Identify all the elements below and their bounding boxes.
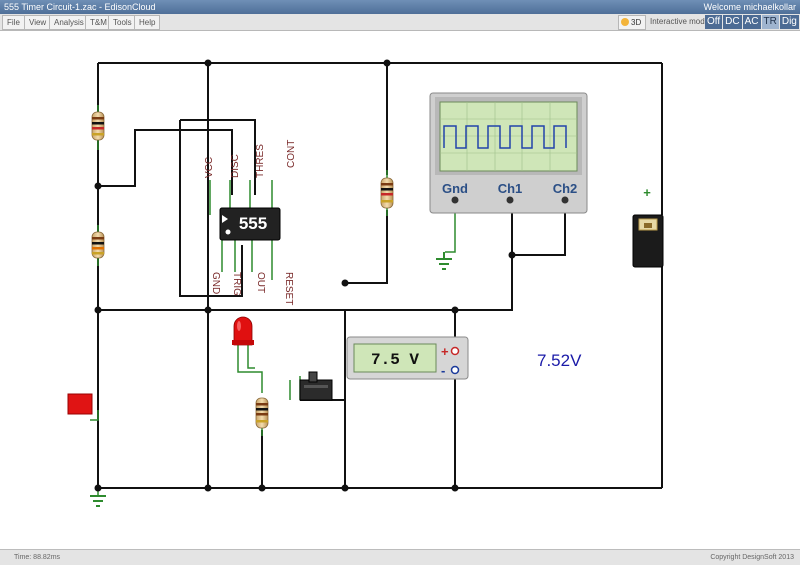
menu-tools[interactable]: Tools: [108, 15, 137, 30]
ic-label: 555: [239, 214, 267, 233]
menu-bar: File View Analysis T&M Tools Help 3D Int…: [0, 14, 800, 31]
mode-ac-button[interactable]: AC: [742, 15, 761, 29]
view-3d-label: 3D: [631, 18, 642, 27]
pin-thres: THRES: [255, 144, 266, 178]
window-title: 555 Timer Circuit-1.zac - EdisonCloud: [4, 2, 156, 12]
ic-555[interactable]: 555: [219, 207, 281, 241]
resistor-r3[interactable]: [380, 177, 394, 209]
status-bar: Time: 88.82ms Copyright DesignSoft 2013: [0, 549, 800, 565]
battery[interactable]: [632, 214, 664, 268]
welcome-text: Welcome michaelkollar: [703, 2, 796, 12]
pin-gnd: GND: [210, 272, 221, 294]
junction-dots: [94, 59, 516, 492]
mode-dig-button[interactable]: Dig: [779, 15, 799, 29]
bulb-icon: [621, 18, 629, 26]
pin-cont: CONT: [286, 140, 297, 168]
mode-off-button[interactable]: Off: [705, 15, 723, 29]
menu-help[interactable]: Help: [134, 15, 161, 30]
pin-trig: TRIG: [231, 272, 242, 296]
voltmeter[interactable]: [346, 336, 469, 380]
interactive-mode-label: Interactive mode: [650, 17, 710, 26]
pin-vcc: VCC: [204, 157, 215, 178]
mode-tr-button[interactable]: TR: [761, 15, 779, 29]
circuit-schematic: 555 VCC DISC THRES CONT GND TRIG OUT RES…: [67, 59, 664, 507]
scope-gnd-label: Gnd: [442, 181, 468, 196]
view-3d-button[interactable]: 3D: [618, 15, 646, 30]
menu-file[interactable]: File: [2, 15, 25, 30]
voltage-readout: 7.52V: [537, 351, 582, 370]
scope-trace: [443, 125, 567, 149]
voltmeter-plus: +: [441, 344, 449, 359]
mode-dc-button[interactable]: DC: [723, 15, 742, 29]
voltmeter-display: 7.5 V: [371, 351, 419, 369]
ground-symbol-scope: [436, 252, 452, 270]
menu-view[interactable]: View: [24, 15, 52, 30]
pin-out: OUT: [255, 272, 266, 293]
led-red[interactable]: [232, 316, 254, 346]
ground-symbol-left: [90, 495, 106, 507]
voltmeter-minus: -: [441, 363, 445, 378]
resistor-r2[interactable]: [91, 231, 105, 259]
copyright-text: Copyright DesignSoft 2013: [710, 554, 794, 561]
scope-ch2-label: Ch2: [553, 181, 578, 196]
battery-plus: +: [643, 185, 651, 200]
title-bar: 555 Timer Circuit-1.zac - EdisonCloud We…: [0, 0, 800, 14]
scope-ch1-label: Ch1: [498, 181, 523, 196]
switch[interactable]: [299, 371, 333, 401]
capacitor[interactable]: [67, 393, 93, 415]
pin-disc: DISC: [230, 154, 241, 178]
resistor-r1[interactable]: [91, 111, 105, 141]
menu-analysis[interactable]: Analysis: [49, 15, 89, 30]
simulation-time: Time: 88.82ms: [14, 554, 61, 561]
resistor-r4[interactable]: [255, 397, 269, 429]
schematic-canvas[interactable]: 555 VCC DISC THRES CONT GND TRIG OUT RES…: [0, 31, 800, 548]
pin-reset: RESET: [283, 272, 294, 305]
oscilloscope[interactable]: [429, 92, 588, 214]
